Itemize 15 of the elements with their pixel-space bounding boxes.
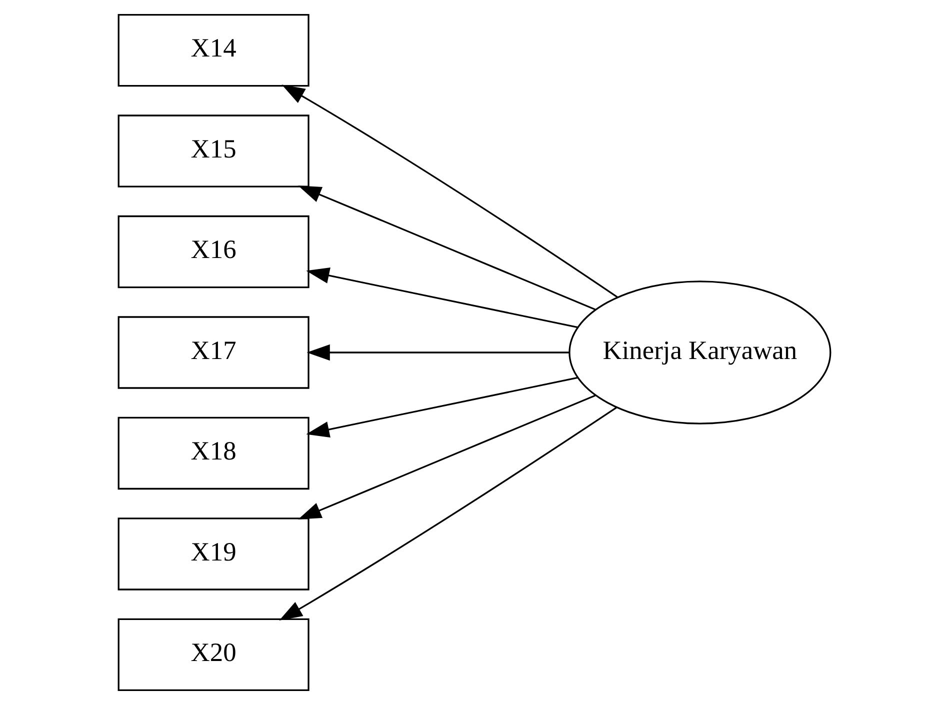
- arrow: [298, 186, 596, 310]
- node-box: X15: [118, 114, 310, 188]
- arrow: [306, 376, 578, 438]
- arrow: [306, 344, 570, 361]
- arrow: [306, 268, 578, 328]
- node-box: X20: [118, 618, 310, 692]
- node-ellipse: Kinerja Karyawan: [568, 280, 832, 424]
- arrow: [282, 84, 618, 298]
- arrow: [279, 406, 617, 620]
- node-box: X19: [118, 518, 310, 590]
- arrow: [298, 394, 596, 520]
- node-box: X17: [118, 316, 310, 389]
- node-box: X16: [118, 215, 310, 288]
- node-box: X18: [118, 416, 310, 490]
- node-box: X14: [118, 14, 310, 87]
